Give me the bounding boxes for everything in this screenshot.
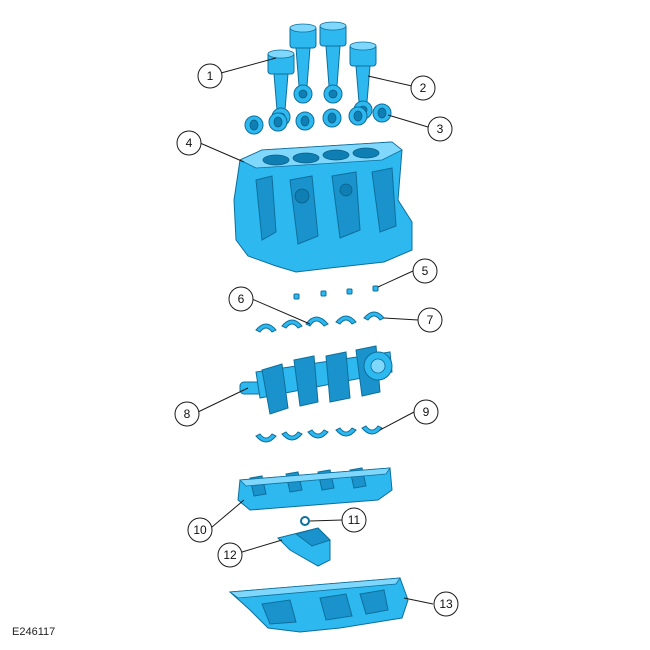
callout-9: 9	[413, 399, 439, 425]
upper-main-bearings	[255, 311, 385, 333]
oil-pickup-tube	[277, 527, 331, 567]
callout-3-label: 3	[437, 122, 444, 136]
callout-4: 4	[176, 130, 202, 156]
callout-8-label: 8	[184, 407, 191, 421]
crankshaft	[239, 345, 393, 415]
callout-5: 5	[412, 258, 438, 284]
callout-10-label: 10	[193, 523, 207, 537]
callout-3: 3	[427, 116, 453, 142]
callout-6: 6	[228, 286, 254, 312]
callout-2-label: 2	[420, 81, 427, 95]
callout-6-label: 6	[238, 292, 245, 306]
callout-1-label: 1	[207, 69, 214, 83]
callout-12: 12	[217, 542, 243, 568]
callout-11-label: 11	[348, 513, 361, 527]
o-ring	[300, 516, 310, 526]
callout-4-label: 4	[186, 136, 193, 150]
callout-9-label: 9	[423, 405, 430, 419]
callout-2: 2	[410, 75, 436, 101]
callout-1: 1	[197, 63, 223, 89]
callout-5-label: 5	[422, 264, 429, 278]
bedplate	[237, 467, 393, 511]
oil-pan	[228, 577, 409, 633]
callout-7-label: 7	[427, 313, 434, 327]
figure-id: E246117	[12, 626, 56, 638]
callout-13-label: 13	[439, 597, 453, 611]
callout-7: 7	[417, 307, 443, 333]
lower-main-bearings	[255, 425, 383, 443]
cylinder-block	[233, 141, 413, 273]
callout-12-label: 12	[223, 548, 237, 562]
callout-13: 13	[433, 591, 459, 617]
callout-11: 11	[341, 507, 367, 533]
rod-bearings	[244, 103, 392, 135]
leader-lines	[197, 57, 434, 605]
callout-10: 10	[187, 517, 213, 543]
bolts	[293, 285, 379, 300]
callout-8: 8	[174, 401, 200, 427]
